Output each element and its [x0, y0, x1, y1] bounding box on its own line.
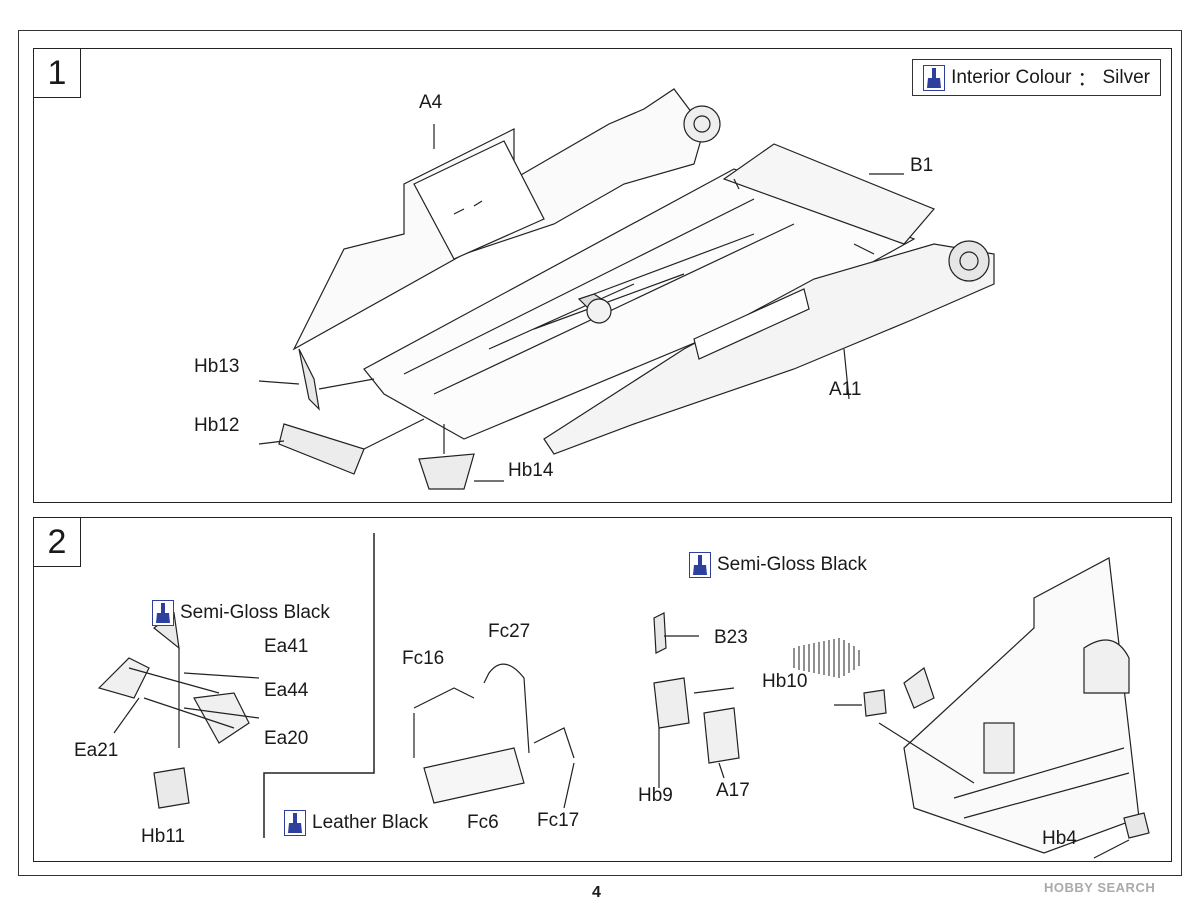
paint-brush-icon	[284, 810, 306, 836]
part-label-fc6: Fc6	[467, 812, 499, 833]
part-label-ea44: Ea44	[264, 680, 309, 701]
colour-separator: ：	[1077, 69, 1097, 90]
part-label-hb9: Hb9	[638, 785, 673, 806]
part-label-ea41: Ea41	[264, 636, 309, 657]
hull-floor-drawing	[258, 88, 995, 490]
part-label-hb14: Hb14	[508, 460, 554, 481]
step-2-drawing	[97, 533, 1150, 859]
paint-callout-left: Semi-Gloss Black	[152, 600, 330, 626]
part-label-a4: A4	[419, 92, 443, 113]
interior-colour-value: Silver	[1102, 66, 1150, 88]
part-label-hb12: Hb12	[194, 415, 240, 436]
paint-brush-icon	[152, 600, 174, 626]
paint-name-left: Semi-Gloss Black	[180, 602, 330, 623]
page-number: 4	[592, 884, 601, 901]
paint-brush-icon	[923, 64, 946, 91]
watermark: HOBBY SEARCH	[1044, 880, 1156, 895]
step-2-panel: 2	[33, 517, 1172, 862]
paint-name-middle: Leather Black	[312, 812, 429, 833]
part-label-fc17: Fc17	[537, 810, 580, 831]
part-label-hb13: Hb13	[194, 356, 240, 377]
part-label-ea21: Ea21	[74, 740, 119, 761]
part-label-fc16: Fc16	[402, 648, 445, 669]
part-label-b23: B23	[714, 627, 748, 648]
step-1-number: 1	[34, 49, 81, 98]
part-label-ea20: Ea20	[264, 728, 309, 749]
paint-name-right: Semi-Gloss Black	[717, 554, 867, 575]
part-label-hb4: Hb4	[1042, 828, 1077, 849]
paint-brush-icon	[689, 552, 711, 578]
instruction-sheet: 1 Interior Colour ： Silver	[18, 30, 1182, 876]
part-label-hb11: Hb11	[141, 826, 186, 847]
part-label-hb10: Hb10	[762, 671, 808, 692]
step-2-number: 2	[34, 518, 81, 567]
paint-callout-right: Semi-Gloss Black	[689, 552, 867, 578]
part-label-a17: A17	[716, 780, 750, 801]
part-label-a11: A11	[829, 379, 862, 400]
step-1-panel: 1 Interior Colour ： Silver	[33, 48, 1172, 503]
interior-colour-label: Interior Colour	[951, 66, 1072, 88]
interior-colour-callout: Interior Colour ： Silver	[912, 59, 1161, 96]
part-label-b1: B1	[910, 155, 934, 176]
part-label-fc27: Fc27	[488, 621, 531, 642]
paint-callout-middle: Leather Black	[284, 810, 428, 836]
